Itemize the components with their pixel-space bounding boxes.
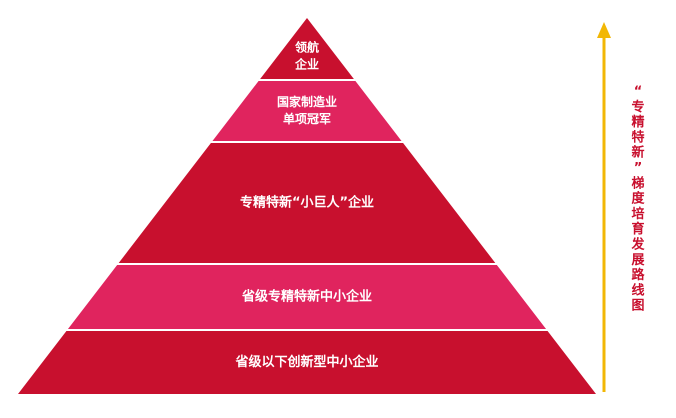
pyramid-tier-1 — [260, 18, 354, 79]
side-caption-char: 培 — [631, 206, 644, 222]
pyramid-tier-1-label: 企业 — [294, 57, 319, 72]
arrow-head-icon — [597, 22, 611, 38]
side-caption-char: 新 — [631, 145, 644, 161]
side-caption-char: 路 — [631, 267, 645, 283]
side-caption-char: 度 — [631, 191, 645, 207]
side-caption-char: 专 — [631, 99, 644, 115]
pyramid-tier-2 — [212, 81, 402, 141]
side-caption-char: 展 — [631, 253, 645, 268]
pyramid-tier-5 — [18, 331, 596, 394]
side-caption-char: 精 — [631, 114, 644, 130]
pyramid-tier-4 — [67, 265, 547, 329]
pyramid-tier-3-label: 专精特新“小巨人”企业 — [240, 195, 374, 211]
pyramid-tier-2-label: 国家制造业 — [277, 94, 337, 109]
side-caption-char: 线 — [631, 282, 644, 298]
side-caption-char: 梯 — [631, 175, 644, 191]
pyramid-tier-5-label: 省级以下创新型中小企业 — [234, 354, 378, 370]
pyramid-tier-2-label: 单项冠军 — [283, 111, 331, 126]
pyramid-tier-3 — [118, 143, 496, 263]
upward-arrow — [597, 22, 611, 392]
pyramid-tier-1-label: 领航 — [295, 40, 319, 55]
side-caption-char: 育 — [631, 221, 644, 237]
side-caption-char: 特 — [631, 129, 644, 145]
side-caption-char: ” — [634, 161, 643, 176]
pyramid-tier-4-label: 省级专精特新中小企业 — [241, 289, 372, 305]
side-caption-char: “ — [634, 85, 643, 100]
side-caption-char: 发 — [630, 237, 645, 253]
side-caption-char: 图 — [631, 299, 644, 314]
pyramid-tiers: 领航企业国家制造业单项冠军专精特新“小巨人”企业省级专精特新中小企业省级以下创新… — [18, 18, 596, 394]
